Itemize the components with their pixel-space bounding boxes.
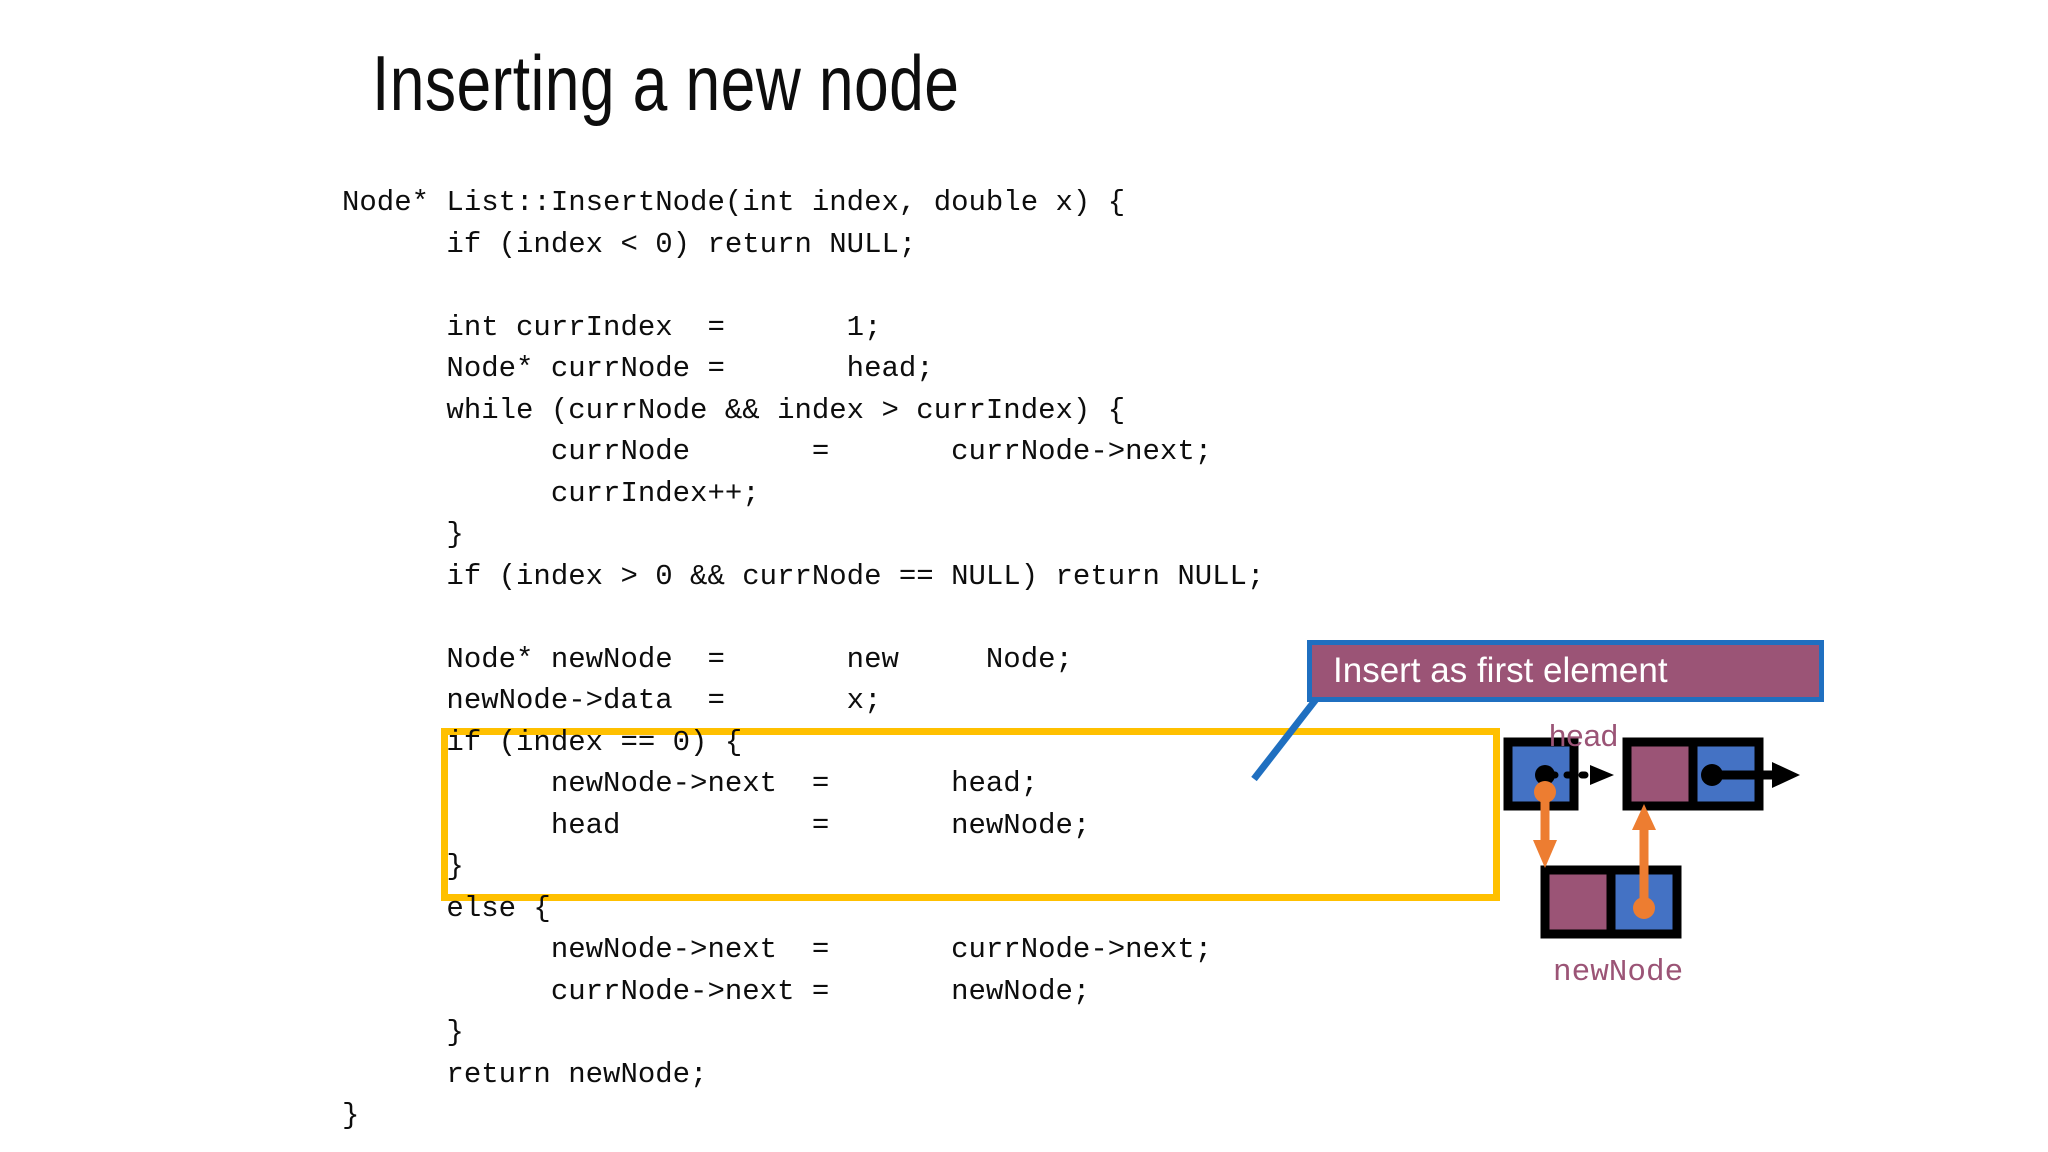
old-head-link-dotted <box>1535 765 1614 785</box>
code-line: newNode->next = head; <box>342 767 1039 800</box>
linked-list-diagram <box>1503 737 1800 939</box>
code-line: Node* newNode = new Node; <box>342 642 1073 676</box>
code-line: return newNode; <box>342 1057 708 1091</box>
code-line <box>342 265 1264 307</box>
new-node <box>1540 865 1682 939</box>
code-line: if (index == 0) { <box>342 725 743 759</box>
code-line: Node* currNode = head; <box>342 352 934 385</box>
code-line: currIndex++; <box>342 476 760 510</box>
callout-label: Insert as first element <box>1333 651 1668 690</box>
code-line: } <box>342 518 464 551</box>
next-link-arrow <box>1701 762 1800 788</box>
code-line: } <box>342 850 464 883</box>
code-highlight-box <box>441 728 1500 901</box>
callout-insert-as-first-element: Insert as first element <box>1307 640 1824 702</box>
code-line: newNode->data = x; <box>342 684 882 717</box>
code-block: Node* List::InsertNode(int index, double… <box>342 182 1264 1137</box>
code-line: int currIndex = 1; <box>342 310 882 344</box>
diagram-label-newnode: newNode <box>1553 955 1684 990</box>
code-line: currNode = currNode->next; <box>342 435 1213 468</box>
code-line: while (currNode && index > currIndex) { <box>342 393 1126 427</box>
newnode-to-first-arrow <box>1632 804 1656 919</box>
code-line: if (index < 0) return NULL; <box>342 227 917 261</box>
code-line: currNode->next = newNode; <box>342 974 1091 1008</box>
code-line: if (index > 0 && currNode == NULL) retur… <box>342 559 1265 593</box>
page-title: Inserting a new node <box>372 39 960 127</box>
code-line: } <box>342 1099 360 1132</box>
code-line <box>342 597 1264 639</box>
code-line: } <box>342 1016 464 1049</box>
diagram-label-head: head <box>1549 718 1618 753</box>
code-line: newNode->next = currNode->next; <box>342 933 1213 966</box>
code-line: else { <box>342 891 551 925</box>
code-line: Node* List::InsertNode(int index, double… <box>342 186 1126 219</box>
head-to-newnode-arrow <box>1533 781 1557 868</box>
code-line: head = newNode; <box>342 808 1091 842</box>
